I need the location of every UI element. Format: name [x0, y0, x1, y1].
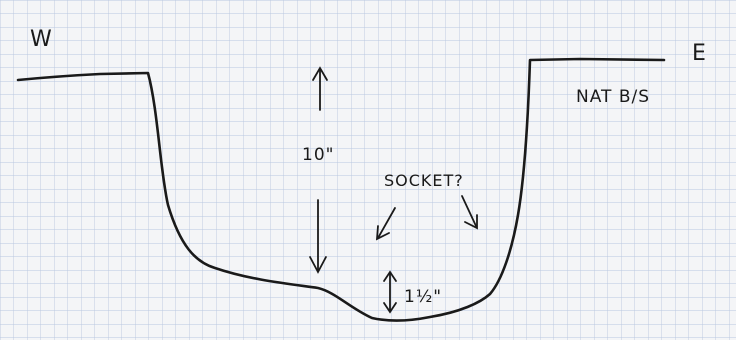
socket-arrow-left: [375, 207, 396, 241]
socket-arrow-right: [461, 195, 478, 230]
base-depth-arrow: [383, 270, 397, 314]
base-depth-label: 1½": [404, 287, 442, 307]
socket-label: SOCKET?: [384, 171, 464, 190]
depth-label: 10": [302, 145, 334, 165]
natural-bs-label: NAT B/S: [576, 87, 650, 107]
feature-profile-line: [16, 57, 666, 322]
depth-arrow: [309, 66, 328, 274]
west-label: W: [30, 27, 53, 52]
east-label: E: [692, 41, 707, 66]
